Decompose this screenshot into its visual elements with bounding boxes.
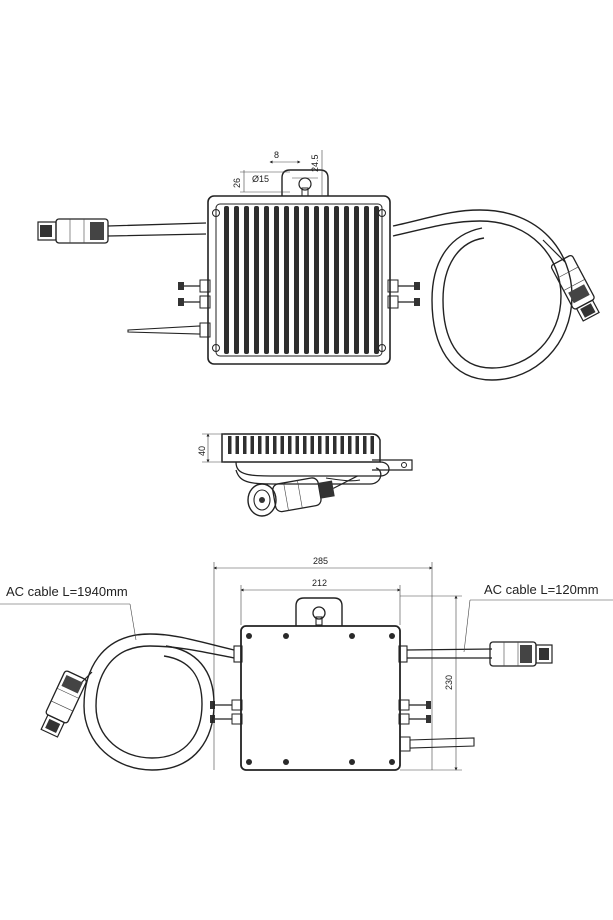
side-fins — [228, 436, 374, 454]
body-screws — [246, 633, 395, 765]
top-inverter-body — [178, 195, 420, 365]
side-fin — [273, 436, 277, 454]
dim-26: 26 — [232, 178, 242, 188]
cooling-fin — [354, 206, 359, 354]
side-fin — [288, 436, 292, 454]
bottom-right-ac-cable — [406, 641, 553, 667]
side-fin — [340, 436, 344, 454]
cooling-fin — [304, 206, 309, 354]
side-fin — [280, 436, 284, 454]
dim-8: 8 — [274, 150, 279, 160]
cooling-fins — [224, 206, 379, 354]
bottom-inverter-body — [240, 625, 401, 771]
cooling-fin — [344, 206, 349, 354]
dc-leads — [210, 699, 431, 725]
bottom-view: 285 212 230 — [0, 556, 613, 771]
cooling-fin — [374, 206, 379, 354]
bottom-antenna — [399, 736, 475, 752]
top-right-ac-cable-coil — [392, 209, 600, 381]
side-fin — [250, 436, 254, 454]
top-view: 8 24.5 26 Ø15 — [37, 150, 600, 381]
side-fin — [355, 436, 359, 454]
cooling-fin — [294, 206, 299, 354]
side-fin — [363, 436, 367, 454]
cooling-fin — [244, 206, 249, 354]
dim-40: 40 — [197, 446, 207, 456]
cable-right-label: AC cable L=120mm — [484, 582, 599, 597]
side-fin — [258, 436, 262, 454]
dim-285: 285 — [313, 556, 328, 566]
dim-230: 230 — [444, 675, 454, 690]
side-fin — [235, 436, 239, 454]
side-fin — [310, 436, 314, 454]
top-antenna — [127, 322, 211, 338]
cooling-fin — [254, 206, 259, 354]
cooling-fin — [264, 206, 269, 354]
side-fin — [318, 436, 322, 454]
side-fin — [325, 436, 329, 454]
side-fin — [295, 436, 299, 454]
cooling-fin — [324, 206, 329, 354]
side-fin — [348, 436, 352, 454]
side-fin — [243, 436, 247, 454]
cooling-fin — [314, 206, 319, 354]
top-left-ac-cable — [37, 218, 207, 244]
cable-left-label: AC cable L=1940mm — [6, 584, 128, 599]
side-fin — [370, 436, 374, 454]
dim-24-5: 24.5 — [310, 154, 320, 172]
bottom-left-ac-cable-coil — [40, 633, 235, 771]
side-fin — [265, 436, 269, 454]
side-fin — [303, 436, 307, 454]
cooling-fin — [274, 206, 279, 354]
side-fin — [228, 436, 232, 454]
side-view: 40 — [197, 433, 413, 517]
top-dimensions: 8 24.5 26 Ø15 — [232, 150, 323, 196]
cooling-fin — [284, 206, 289, 354]
cooling-fin — [334, 206, 339, 354]
cooling-fin — [224, 206, 229, 354]
side-fin — [333, 436, 337, 454]
cooling-fin — [234, 206, 239, 354]
cooling-fin — [364, 206, 369, 354]
dim-212: 212 — [312, 578, 327, 588]
dim-hole-15: Ø15 — [252, 174, 269, 184]
